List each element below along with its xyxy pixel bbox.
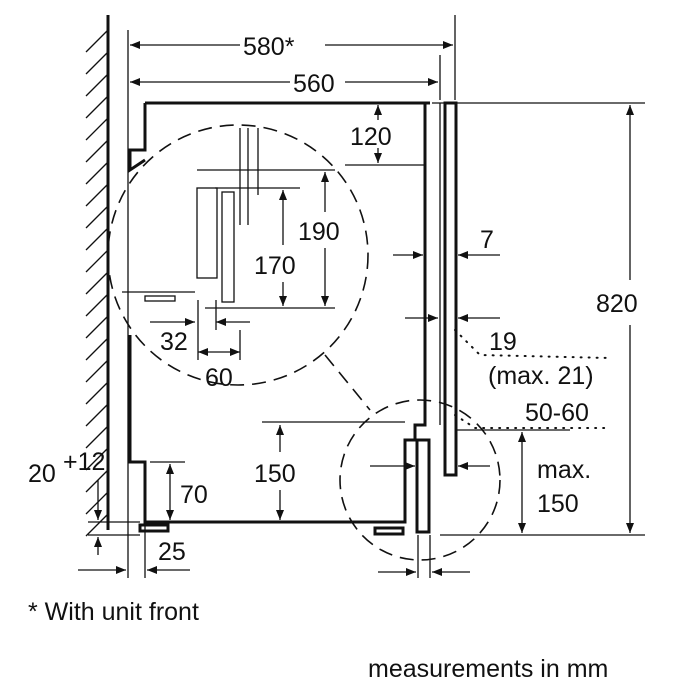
hatch-line (85, 271, 109, 295)
dim-820: 820 (596, 290, 638, 318)
hatch-line (85, 293, 109, 317)
leader-19 (454, 329, 611, 359)
hatch-line (85, 403, 109, 427)
hatch-line (85, 425, 109, 449)
dim-120: 120 (350, 123, 392, 151)
appliance-body (128, 101, 458, 536)
wall-hatching (85, 15, 110, 537)
detail-leader (324, 354, 371, 411)
hatch-line (85, 73, 109, 97)
hatch-line (85, 491, 109, 515)
hatch-line (85, 249, 109, 273)
units-note: measurements in mm (368, 655, 608, 683)
dim-50-60: 50-60 (525, 399, 589, 427)
dim-7: 7 (480, 226, 494, 254)
hatch-line (85, 381, 109, 405)
hatch-line (85, 227, 109, 251)
hatch-line (85, 469, 109, 493)
hatch-line (85, 337, 109, 361)
dim-190: 190 (298, 218, 340, 246)
dim-plus-12: +12 (63, 448, 105, 476)
dim-70: 70 (180, 481, 208, 509)
dim-25: 25 (158, 538, 186, 566)
dim-580: 580* (243, 33, 295, 61)
hose-detail (122, 128, 335, 309)
hatch-line (85, 447, 109, 471)
detail-circle-bottom (339, 399, 501, 561)
dim-60: 60 (205, 364, 233, 392)
hatch-line (85, 51, 109, 75)
dim-max-150: 150 (537, 490, 579, 518)
hatch-line (85, 183, 109, 207)
hatch-line (85, 205, 109, 229)
hatch-line (85, 359, 109, 383)
dimension-arrows (78, 41, 634, 576)
dim-150: 150 (254, 460, 296, 488)
footnote: * With unit front (28, 598, 199, 626)
hatch-line (85, 117, 109, 141)
hatch-line (85, 315, 109, 339)
dim-32: 32 (160, 328, 188, 356)
leader-50-60 (454, 414, 611, 429)
detail-circle-top (107, 124, 369, 386)
dim-19-max: (max. 21) (488, 362, 594, 390)
dim-max-label: max. (537, 456, 591, 484)
dim-19: 19 (489, 328, 517, 356)
dim-170: 170 (254, 252, 296, 280)
hatch-line (85, 161, 109, 185)
hatch-line (85, 95, 109, 119)
dim-20: 20 (28, 460, 56, 488)
dim-560: 560 (293, 70, 335, 98)
reference-lines (88, 15, 645, 578)
hatch-line (85, 139, 109, 163)
hatch-line (85, 29, 109, 53)
hatch-line (85, 513, 109, 537)
